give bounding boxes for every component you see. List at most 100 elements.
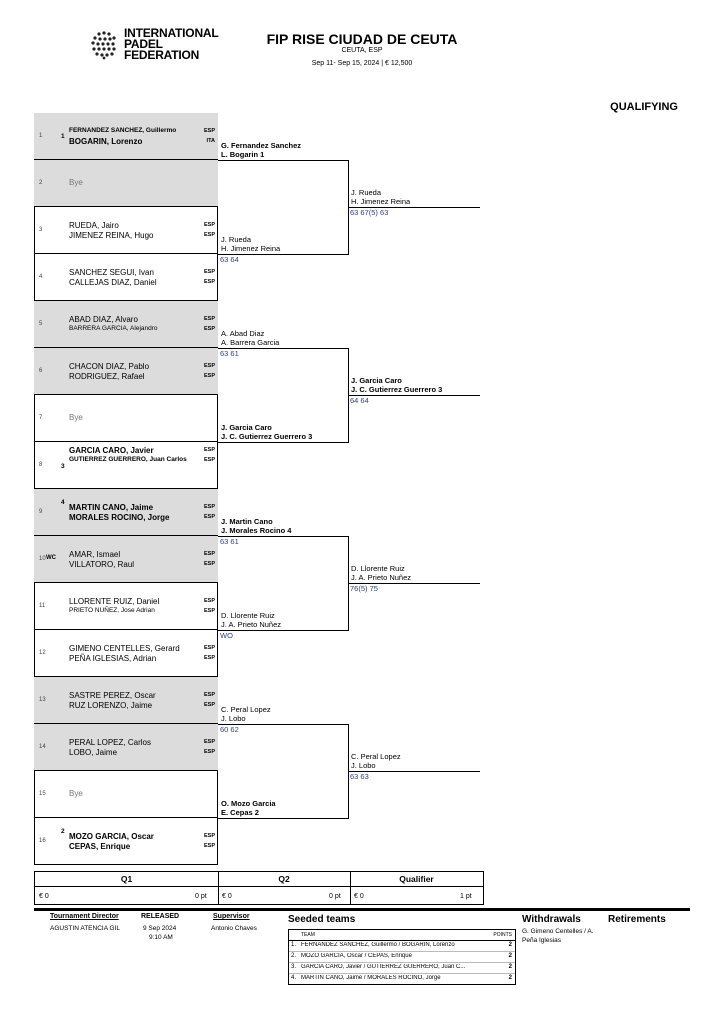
player-name: ABAD DIAZ, Alvaro: [69, 315, 138, 324]
seeded-table-header: TEAM POINTS: [289, 930, 515, 941]
qualifier-player: J. Rueda: [351, 188, 382, 197]
qualifier-player: J. C. Gutierrez Guerrero 3: [351, 385, 443, 394]
seeded-team-row: 4. MARTIN CANO, Jaime / MORALES ROCINO, …: [289, 974, 515, 984]
player-country: ESP: [203, 749, 215, 755]
draw-position: 16: [39, 838, 46, 844]
bye-label: Bye: [69, 178, 83, 187]
player-name: AMAR, Ismael: [69, 550, 121, 559]
prize-col-q2-header: Q2: [218, 872, 350, 887]
round2-score: WO: [220, 631, 233, 640]
draw-type-label: QUALIFYING: [610, 101, 678, 113]
withdrawal-line-2: Peña Iglesias: [522, 937, 562, 944]
player-country: ESP: [203, 504, 215, 510]
qualifier-player: D. Llorente Ruiz: [351, 564, 405, 573]
player-country: ESP: [203, 222, 215, 228]
draw-position: 4: [39, 274, 43, 280]
bracket-line: [348, 207, 480, 208]
bracket-line: [218, 818, 348, 819]
player-name: JIMENEZ REINA, Hugo: [69, 231, 154, 240]
qualifier-player: H. Jimenez Reina: [351, 197, 411, 206]
seed-number: 4: [61, 499, 65, 506]
round2-player: D. Llorente Ruiz: [221, 611, 275, 620]
seeded-team-points: 2: [508, 975, 512, 981]
bracket-line: [218, 160, 348, 161]
player-name: MOZO GARCIA, Oscar: [69, 832, 154, 841]
player-name: LOBO, Jaime: [69, 748, 118, 757]
player-country: ESP: [203, 561, 215, 567]
player-country: ESP: [203, 232, 215, 238]
seed-number: 1: [61, 133, 65, 140]
seed-index: 3.: [291, 964, 297, 970]
footer-divider: [34, 908, 690, 911]
player-country: ESP: [203, 608, 215, 614]
seeded-team-points: 2: [508, 942, 512, 948]
player-country: ESP: [203, 702, 215, 708]
player-country: ESP: [203, 279, 215, 285]
player-country: ESP: [203, 128, 215, 134]
player-country: ITA: [206, 138, 215, 144]
draw-position: 3: [39, 227, 43, 233]
fip-logo-text: INTERNATIONAL PADEL FEDERATION: [124, 26, 219, 62]
player-country: ESP: [203, 447, 215, 453]
seed-index: 4.: [291, 975, 297, 981]
player-country: ESP: [203, 514, 215, 520]
qualifier-player: J. A. Prieto Nuñez: [351, 573, 412, 582]
player-name: LLORENTE RUIZ, Daniel: [69, 597, 160, 606]
round2-player: J. Martin Cano: [221, 517, 273, 526]
bracket-line: [218, 630, 348, 631]
prize-divider: [350, 872, 351, 904]
qualifier-player: J. Garcia Caro: [351, 376, 402, 385]
player-country: ESP: [203, 739, 215, 745]
bye-label: Bye: [69, 413, 83, 422]
seeded-team-name: MARTIN CANO, Jaime / MORALES ROCINO, Jor…: [301, 975, 441, 981]
player-name: PEÑA IGLESIAS, Adrian: [69, 654, 157, 663]
round2-player: G. Fernandez Sanchez: [221, 141, 302, 150]
round2-score: 60 62: [220, 725, 239, 734]
player-name: GUTIERREZ GUERRERO, Juan Carlos: [69, 456, 187, 463]
draw-position: 8: [39, 462, 43, 468]
logo-line-1: INTERNATIONAL: [124, 26, 219, 40]
player-country: ESP: [203, 655, 215, 661]
seed-index: 2.: [291, 953, 297, 959]
draw-position: 13: [39, 697, 46, 703]
player-name: CALLEJAS DIAZ, Daniel: [69, 278, 157, 287]
supervisor-label: Supervisor: [213, 913, 250, 920]
logo-line-3: FEDERATION: [124, 48, 200, 62]
player-country: ESP: [203, 833, 215, 839]
qualifier-score: 64 64: [350, 396, 369, 405]
player-country: ESP: [203, 326, 215, 332]
tournament-director-name: AGUSTIN ATENCIA GIL: [50, 925, 120, 932]
seeded-team-name: GARCIA CARO, Javier / GUTIERREZ GUERRERO…: [301, 964, 466, 970]
prize-q1-points: 0 pt: [195, 893, 207, 900]
round2-player: H. Jimenez Reina: [221, 244, 281, 253]
qualifier-score: 63 67(5) 63: [350, 208, 389, 217]
player-country: ESP: [203, 457, 215, 463]
seeded-team-row: 3. GARCIA CARO, Javier / GUTIERREZ GUERR…: [289, 963, 515, 974]
player-name: VILLATORO, Raul: [69, 560, 135, 569]
draw-position: 10: [39, 556, 46, 562]
player-name: BOGARIN, Lorenzo: [69, 137, 143, 146]
tournament-location: CEUTA, ESP: [341, 47, 383, 54]
bracket-line: [218, 724, 348, 725]
prize-q1-money: € 0: [39, 893, 49, 900]
player-country: ESP: [203, 843, 215, 849]
round2-player: L. Bogarin 1: [221, 150, 265, 159]
supervisor-name: Antonio Chaves: [211, 925, 257, 932]
seed-number: 3: [61, 463, 65, 470]
qualifier-score: 76(5) 75: [350, 584, 378, 593]
player-country: ESP: [203, 692, 215, 698]
seeded-team-name: MOZO GARCIA, Oscar / CEPAS, Enrique: [301, 953, 412, 959]
player-name: PERAL LOPEZ, Carlos: [69, 738, 151, 747]
fip-logo-icon: [91, 31, 116, 60]
bracket-line: [218, 442, 348, 443]
round2-player: J. Lobo: [221, 714, 246, 723]
round2-score: 63 64: [220, 255, 239, 264]
bracket-line: [218, 536, 348, 537]
seeded-teams-table: TEAM POINTS 1. FERNANDEZ SANCHEZ, Guille…: [288, 929, 516, 985]
